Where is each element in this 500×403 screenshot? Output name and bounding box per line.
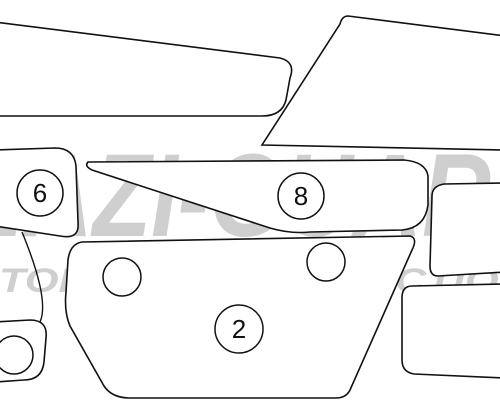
label-piece-8: 8 — [294, 181, 308, 211]
piece-bottom-right — [401, 283, 500, 379]
callout-6 — [16, 169, 64, 217]
callout-2 — [214, 304, 264, 354]
piece-8 — [85, 159, 429, 234]
piece-bottom-left-hole — [0, 335, 34, 375]
piece-top-left-strip — [0, 21, 293, 117]
piece-right-middle — [429, 182, 500, 277]
piece-2-hole-left — [102, 257, 142, 297]
piece-2-hole-right — [306, 242, 346, 282]
label-piece-6: 6 — [33, 178, 47, 208]
label-piece-2: 2 — [232, 314, 246, 344]
guide-curve-left — [21, 231, 44, 323]
callout-8 — [277, 172, 325, 220]
piece-top-right — [260, 15, 500, 151]
